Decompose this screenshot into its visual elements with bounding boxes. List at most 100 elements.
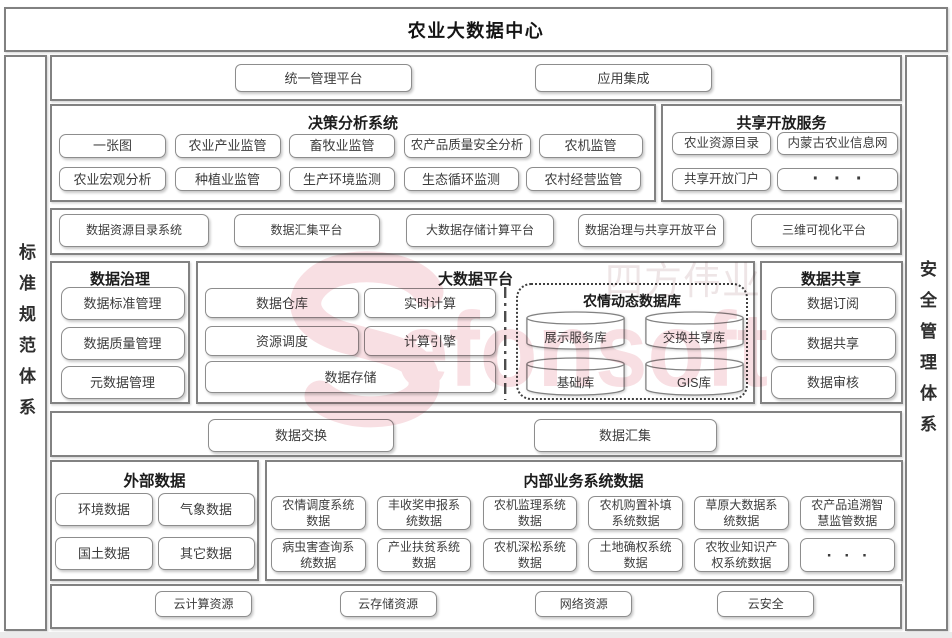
node-label: 数据仓库	[255, 295, 308, 311]
data-share-panel: 数据共享 数据订阅 数据共享 数据审核	[759, 261, 903, 404]
diagram-node: 资源调度	[205, 326, 359, 356]
data-governance-panel: 数据治理 数据标准管理 数据质量管理 元数据管理	[50, 261, 190, 404]
node-label: 农产品追溯智 慧监管数据	[811, 497, 884, 528]
node-label: 农产品质量安全分析	[410, 138, 524, 152]
diagram-node: 数据交换	[208, 419, 394, 452]
panel-title: 数据治理	[89, 271, 150, 288]
node-label: 数据质量管理	[83, 335, 162, 351]
diagram-node: 农机购置补填 系统数据	[588, 495, 683, 530]
node-label: 数据共享	[806, 335, 859, 351]
diagram-node: 农机监理系统 数据	[482, 495, 578, 530]
node-label: 生态循环监测	[421, 171, 500, 187]
dashed-divider	[504, 287, 507, 400]
diagram-node: 农业资源目录	[672, 131, 771, 155]
node-label: 云存储资源	[358, 596, 419, 611]
diagram-node: 数据质量管理	[60, 326, 185, 360]
node-label: 网络资源	[559, 596, 608, 611]
left-pillar-standards: 标准规范体系	[4, 55, 47, 631]
right-pillar-security: 安全管理体系	[905, 55, 948, 631]
node-label: 农业资源目录	[683, 135, 759, 150]
diagram-node: 农机监管	[538, 133, 643, 158]
cylinder-icon	[526, 311, 625, 350]
node-label: 应用集成	[597, 70, 650, 86]
node-label: 数据审核	[806, 374, 859, 390]
node-label: 土地确权系统 数据	[599, 540, 672, 570]
diagram-node: 云计算资源	[155, 591, 252, 617]
diagram-node: 农业宏观分析	[59, 167, 166, 191]
node-label: 数据存储	[324, 369, 377, 385]
cylinder-icon	[644, 356, 744, 396]
node-label: 农情调度系统 数据	[282, 497, 355, 528]
node-label: 共享开放门户	[683, 172, 759, 186]
diagram-node: 应用集成	[535, 64, 712, 92]
diagram-node: 数据共享	[770, 326, 896, 360]
diagram-node: 农村经营监管	[526, 167, 641, 191]
cloud-infra-row: 云计算资源 云存储资源 网络资源 云安全	[50, 584, 902, 629]
node-label: ···	[812, 168, 878, 190]
diagram-node: 计算引擎	[364, 326, 496, 356]
db-cylinder: 展示服务库	[526, 311, 625, 350]
node-label: 交换共享库	[662, 330, 726, 345]
diagram-node: 气象数据	[157, 493, 255, 526]
diagram-node: 数据资源目录系统	[59, 213, 209, 247]
diagram-node: 丰收奖申报系 统数据	[376, 495, 472, 530]
panel-title: 共享开放服务	[736, 115, 827, 132]
node-label: 数据资源目录系统	[85, 222, 182, 237]
diagram-node: 三维可视化平台	[750, 213, 898, 247]
diagram-node: 农牧业知识产 权系统数据	[694, 538, 789, 572]
diagram-node: 病虫害查询系 统数据	[271, 538, 366, 572]
node-label: 农机监管	[564, 138, 617, 153]
node-label: 数据标准管理	[83, 296, 162, 311]
diagram-node: 云存储资源	[339, 591, 437, 617]
node-label: 其它数据	[179, 546, 232, 561]
panel-title: 内部业务系统数据	[523, 473, 644, 490]
node-label: 一张图	[92, 138, 132, 153]
node-label: 农机购置补填 系统数据	[599, 497, 672, 528]
node-label: 草原大数据系 统数据	[705, 497, 778, 528]
node-label: 内蒙古农业信息网	[787, 135, 888, 150]
diagram-node: 农产品追溯智 慧监管数据	[800, 495, 895, 530]
diagram-node: 元数据管理	[60, 365, 185, 399]
diagram-node: 实时计算	[364, 288, 496, 318]
platform-row: 数据资源目录系统 数据汇集平台 大数据存储计算平台 数据治理与共享开放平台 三维…	[50, 207, 902, 255]
diagram-node: 数据订阅	[770, 287, 896, 320]
management-row: 统一管理平台 应用集成	[50, 55, 902, 101]
cylinder-icon	[644, 311, 744, 350]
right-pillar-label: 安全管理体系	[917, 260, 936, 446]
diagram-node: 生态循环监测	[403, 167, 519, 191]
diagram-node: 农情调度系统 数据	[271, 495, 366, 530]
diagram-node: 土地确权系统 数据	[588, 538, 683, 572]
exchange-row: 数据交换 数据汇集	[50, 410, 902, 457]
cylinder-icon	[526, 356, 625, 396]
panel-title: 农情动态数据库	[583, 293, 681, 309]
diagram-title-bar: 农业大数据中心	[4, 7, 948, 52]
bigdata-platform-panel: 大数据平台 数据仓库 实时计算 资源调度 计算引擎 数据存储 农情动态数据库 展…	[196, 261, 755, 404]
diagram-node: 农机深松系统 数据	[482, 538, 578, 572]
node-label: 数据汇集平台	[270, 222, 343, 237]
diagram-node: 其它数据	[157, 537, 255, 570]
node-label: ···	[826, 545, 880, 565]
node-label: 云计算资源	[173, 596, 234, 611]
open-sharing-panel: 共享开放服务 农业资源目录 内蒙古农业信息网 共享开放门户 ···	[661, 104, 902, 202]
node-label: 数据订阅	[806, 296, 859, 311]
ellipsis-node: ···	[800, 538, 895, 572]
node-label: GIS库	[676, 376, 712, 390]
diagram-node: 畜牧业监管	[289, 133, 395, 158]
node-label: 云安全	[747, 596, 784, 611]
diagram-node: 共享开放门户	[672, 168, 771, 191]
diagram-node: 数据仓库	[205, 288, 359, 318]
node-label: 畜牧业监管	[309, 138, 375, 153]
diagram-node: 数据治理与共享开放平台	[578, 213, 724, 247]
diagram-node: 农产品质量安全分析	[403, 133, 531, 158]
diagram-node: 草原大数据系 统数据	[694, 495, 789, 530]
dynamic-database-group: 农情动态数据库 展示服务库 交换共享库 基础库 GIS库	[516, 283, 748, 400]
diagram-node: 数据存储	[205, 361, 496, 393]
db-cylinder: GIS库	[644, 356, 744, 396]
diagram-node: 数据汇集平台	[233, 213, 380, 247]
panel-title: 数据共享	[800, 271, 861, 288]
page-title: 农业大数据中心	[407, 20, 545, 41]
diagram-node: 数据审核	[770, 365, 896, 399]
diagram-node: 大数据存储计算平台	[406, 213, 554, 247]
left-pillar-label: 标准规范体系	[16, 243, 35, 429]
